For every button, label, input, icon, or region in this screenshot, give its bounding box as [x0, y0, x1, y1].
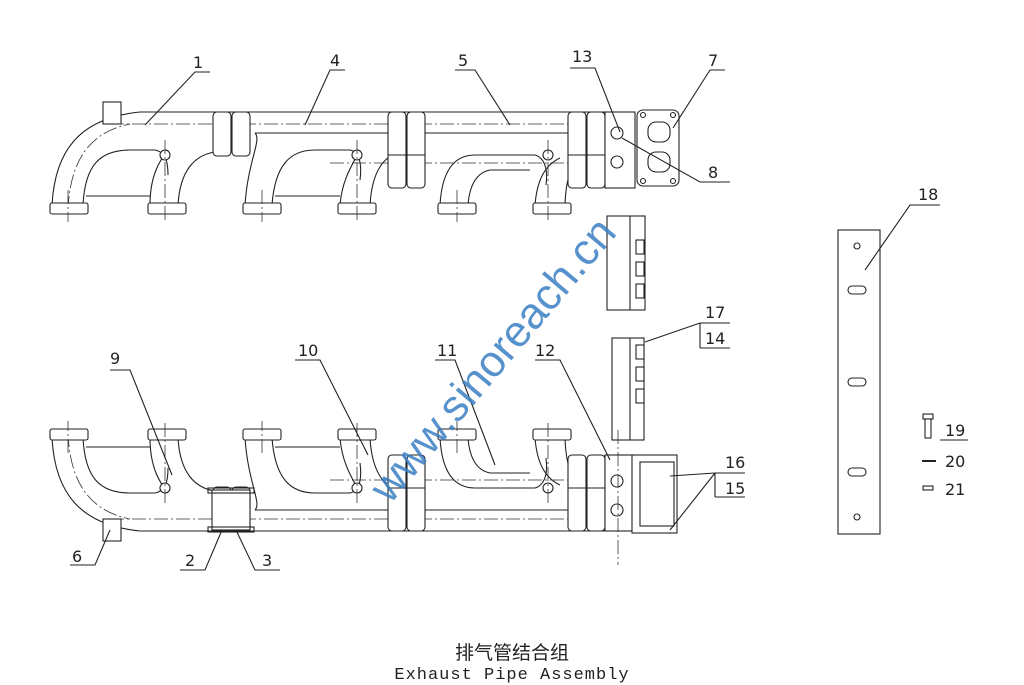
part-label-10: 10: [298, 341, 318, 360]
drawing-title-chinese: 排气管结合组: [454, 642, 569, 664]
part-label-18: 18: [918, 185, 938, 204]
part-label-13: 13: [572, 47, 592, 66]
part-label-9: 9: [110, 349, 120, 368]
part-label-21: 21: [945, 480, 965, 499]
part-label-8: 8: [708, 163, 718, 182]
upper-exhaust-manifold: [49, 101, 680, 311]
part-label-15: 15: [725, 479, 745, 498]
bolt-icon: [922, 413, 934, 439]
part-label-5: 5: [458, 51, 468, 70]
part-label-16: 16: [725, 453, 745, 472]
drawing-title-english: Exhaust Pipe Assembly: [394, 666, 630, 685]
bracket-plate-18: [837, 229, 881, 535]
part-label-7: 7: [708, 51, 718, 70]
washer-icon: [922, 485, 934, 491]
part-label-19: 19: [945, 421, 965, 440]
part-label-14: 14: [705, 329, 725, 348]
part-label-1: 1: [193, 53, 203, 72]
part-label-11: 11: [437, 341, 457, 360]
part-label-12: 12: [535, 341, 555, 360]
part-label-4: 4: [330, 51, 340, 70]
leader-lines: [70, 67, 968, 571]
part-label-2: 2: [185, 551, 195, 570]
lower-exhaust-manifold: [49, 337, 678, 565]
part-label-6: 6: [72, 547, 82, 566]
part-label-20: 20: [945, 452, 965, 471]
part-label-3: 3: [262, 551, 272, 570]
part-label-17: 17: [705, 303, 725, 322]
